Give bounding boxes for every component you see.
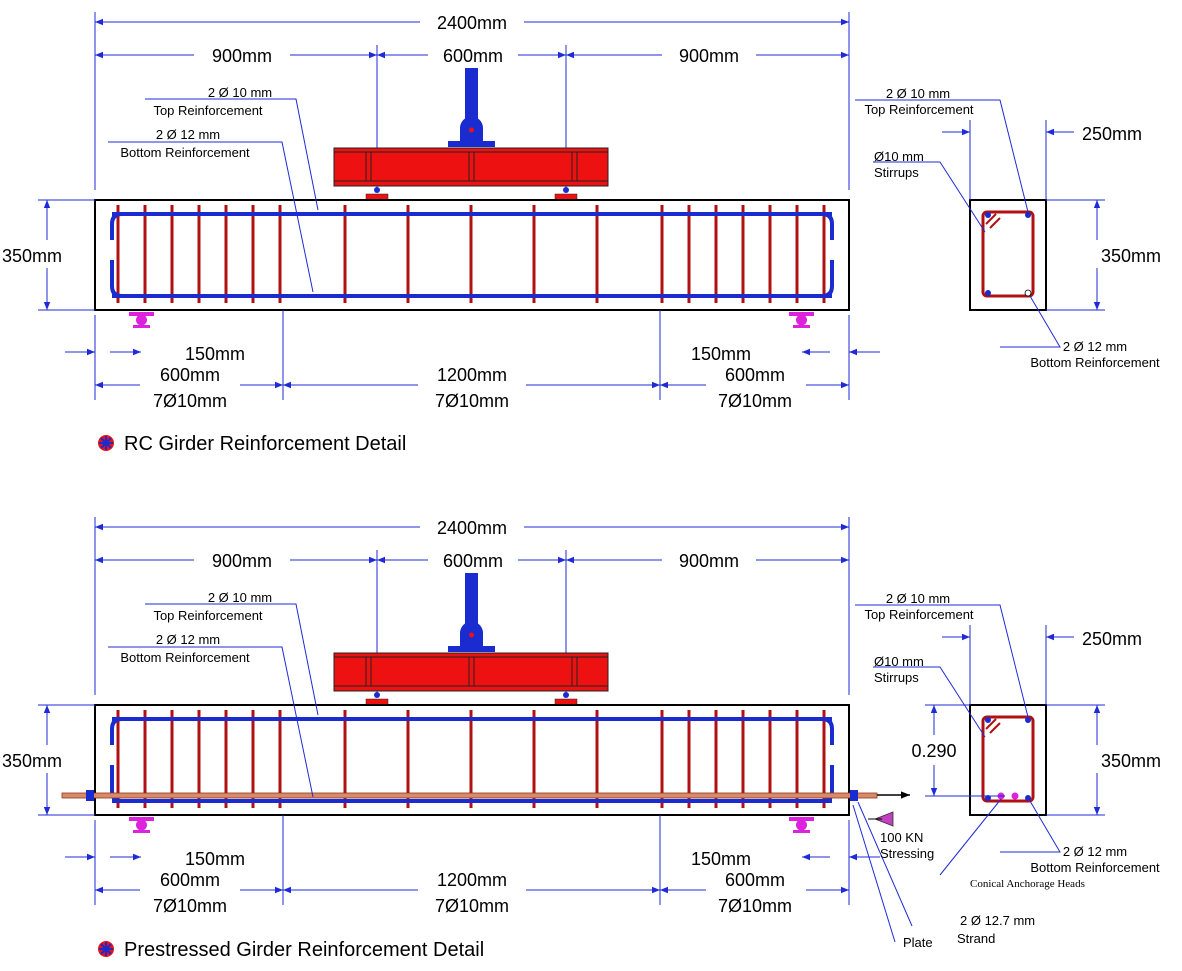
dim-height: 350mm xyxy=(2,751,62,771)
stirrup-count-right: 7Ø10mm xyxy=(718,896,792,916)
dim-stirrup-spacing-left: 150mm xyxy=(185,849,245,869)
left-support xyxy=(129,312,154,328)
rc-girder-group: 2400mm 900mm 600mm 900mm xyxy=(2,12,1161,455)
conical-anchor-icon xyxy=(868,811,894,827)
dim-left-span: 900mm xyxy=(212,46,272,66)
stirrup-count-mid: 7Ø10mm xyxy=(435,896,509,916)
bottom-reinf-label: Bottom Reinforcement xyxy=(120,145,250,160)
section-height: 350mm xyxy=(1101,751,1161,771)
dim-zone-mid: 1200mm xyxy=(437,365,507,385)
red-blue-asterisk-icon xyxy=(98,435,114,451)
stirrup-count-left: 7Ø10mm xyxy=(153,391,227,411)
diagram-title-rc: RC Girder Reinforcement Detail xyxy=(124,433,406,455)
dim-zone-right: 600mm xyxy=(725,365,785,385)
section-top-reinf-qty: 2 Ø 10 mm xyxy=(886,86,950,101)
section-bottom-reinf-label: Bottom Reinforcement xyxy=(1030,355,1160,370)
section-stirrup-label: Stirrups xyxy=(874,670,919,685)
right-support xyxy=(789,817,814,833)
strand-qty: 2 Ø 12.7 mm xyxy=(960,913,1035,928)
section-stirrup-qty: Ø10 mm xyxy=(874,654,924,669)
stirrups xyxy=(116,710,826,808)
red-blue-asterisk-icon xyxy=(98,941,114,957)
dim-zone-left: 600mm xyxy=(160,365,220,385)
dim-height: 350mm xyxy=(2,246,62,266)
dim-mid-span: 600mm xyxy=(443,46,503,66)
stirrup-count-left: 7Ø10mm xyxy=(153,896,227,916)
stirrup-count-mid: 7Ø10mm xyxy=(435,391,509,411)
top-reinf-qty: 2 Ø 10 mm xyxy=(208,590,272,605)
dim-right-span: 900mm xyxy=(679,46,739,66)
longitudinal-bars xyxy=(110,212,834,298)
section-top-reinf-label: Top Reinforcement xyxy=(864,102,973,117)
stirrup-count-right: 7Ø10mm xyxy=(718,391,792,411)
dim-total: 2400mm xyxy=(437,13,507,33)
dim-right-span: 900mm xyxy=(679,551,739,571)
plate-label: Plate xyxy=(903,935,933,950)
bottom-reinf-qty: 2 Ø 12 mm xyxy=(156,632,220,647)
top-reinf-label: Top Reinforcement xyxy=(153,608,262,623)
right-support xyxy=(789,312,814,328)
section-top-reinf-label: Top Reinforcement xyxy=(864,607,973,622)
prestress-strand xyxy=(61,790,910,801)
top-reinf-label: Top Reinforcement xyxy=(153,103,262,118)
section-stirrup-label: Stirrups xyxy=(874,165,919,180)
prestressed-girder-group: 2400mm 900mm 600mm 900mm xyxy=(2,517,1161,961)
dim-zone-mid: 1200mm xyxy=(437,870,507,890)
cross-section xyxy=(969,199,1047,311)
section-eccentricity: 0.290 xyxy=(911,741,956,761)
section-bottom-reinf-qty: 2 Ø 12 mm xyxy=(1063,339,1127,354)
dim-stirrup-spacing-right: 150mm xyxy=(691,849,751,869)
section-top-reinf-qty: 2 Ø 10 mm xyxy=(886,591,950,606)
dim-left-span: 900mm xyxy=(212,551,272,571)
section-bottom-reinf-label: Bottom Reinforcement xyxy=(1030,860,1160,875)
dim-zone-left: 600mm xyxy=(160,870,220,890)
left-support xyxy=(129,817,154,833)
cross-section xyxy=(969,704,1047,816)
dim-stirrup-spacing-left: 150mm xyxy=(185,344,245,364)
top-dimensions xyxy=(94,12,850,190)
top-reinf-qty: 2 Ø 10 mm xyxy=(208,85,272,100)
stirrups xyxy=(116,205,826,303)
loading-frame xyxy=(333,68,609,201)
dim-zone-right: 600mm xyxy=(725,870,785,890)
dim-mid-span: 600mm xyxy=(443,551,503,571)
section-width: 250mm xyxy=(1082,629,1142,649)
section-height: 350mm xyxy=(1101,246,1161,266)
dim-total: 2400mm xyxy=(437,518,507,538)
anchorage-label: Conical Anchorage Heads xyxy=(970,878,1085,890)
strand-label: Strand xyxy=(957,931,995,946)
diagram-title-prestressed: Prestressed Girder Reinforcement Detail xyxy=(124,939,484,961)
loading-frame xyxy=(333,573,609,706)
bottom-reinf-label: Bottom Reinforcement xyxy=(120,650,250,665)
section-stirrup-qty: Ø10 mm xyxy=(874,149,924,164)
stressing-label: Stressing xyxy=(880,846,934,861)
section-bottom-reinf-qty: 2 Ø 12 mm xyxy=(1063,844,1127,859)
dim-stirrup-spacing-right: 150mm xyxy=(691,344,751,364)
section-width: 250mm xyxy=(1082,124,1142,144)
stressing-force: 100 KN xyxy=(880,830,923,845)
bottom-reinf-qty: 2 Ø 12 mm xyxy=(156,127,220,142)
